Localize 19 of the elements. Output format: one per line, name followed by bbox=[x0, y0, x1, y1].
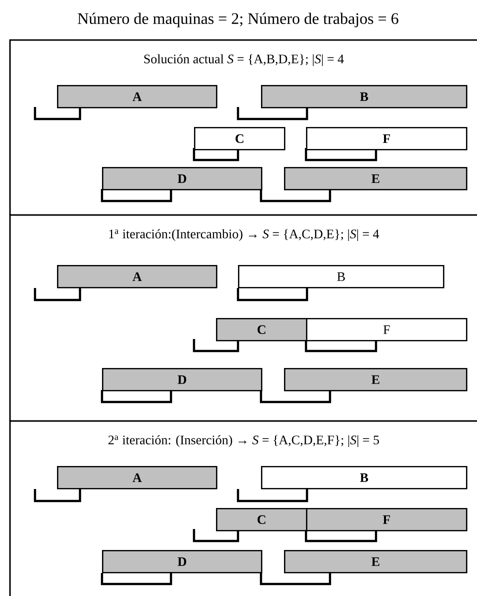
interval-bar: E bbox=[284, 550, 468, 574]
interval-bar: B bbox=[238, 265, 444, 288]
interval-bar: B bbox=[261, 466, 468, 490]
interval-bar: C bbox=[216, 508, 308, 532]
interval-bar: F bbox=[306, 508, 468, 532]
interval-bar: D bbox=[102, 550, 262, 574]
interval-bar: A bbox=[57, 85, 218, 108]
interval-bar: E bbox=[284, 167, 468, 190]
interval-bar: B bbox=[261, 85, 468, 108]
interval-bar: F bbox=[306, 318, 468, 342]
interval-bar: F bbox=[306, 127, 468, 150]
interval-bar: A bbox=[57, 466, 218, 490]
interval-bar: A bbox=[57, 265, 218, 288]
interval-bar: D bbox=[102, 167, 262, 190]
interval-bar: D bbox=[102, 368, 262, 392]
interval-bar: C bbox=[194, 127, 286, 150]
interval-bar: E bbox=[284, 368, 468, 392]
title: Número de maquinas = 2; Número de trabajos = 6 bbox=[78, 12, 398, 28]
interval-bar: C bbox=[216, 318, 308, 342]
